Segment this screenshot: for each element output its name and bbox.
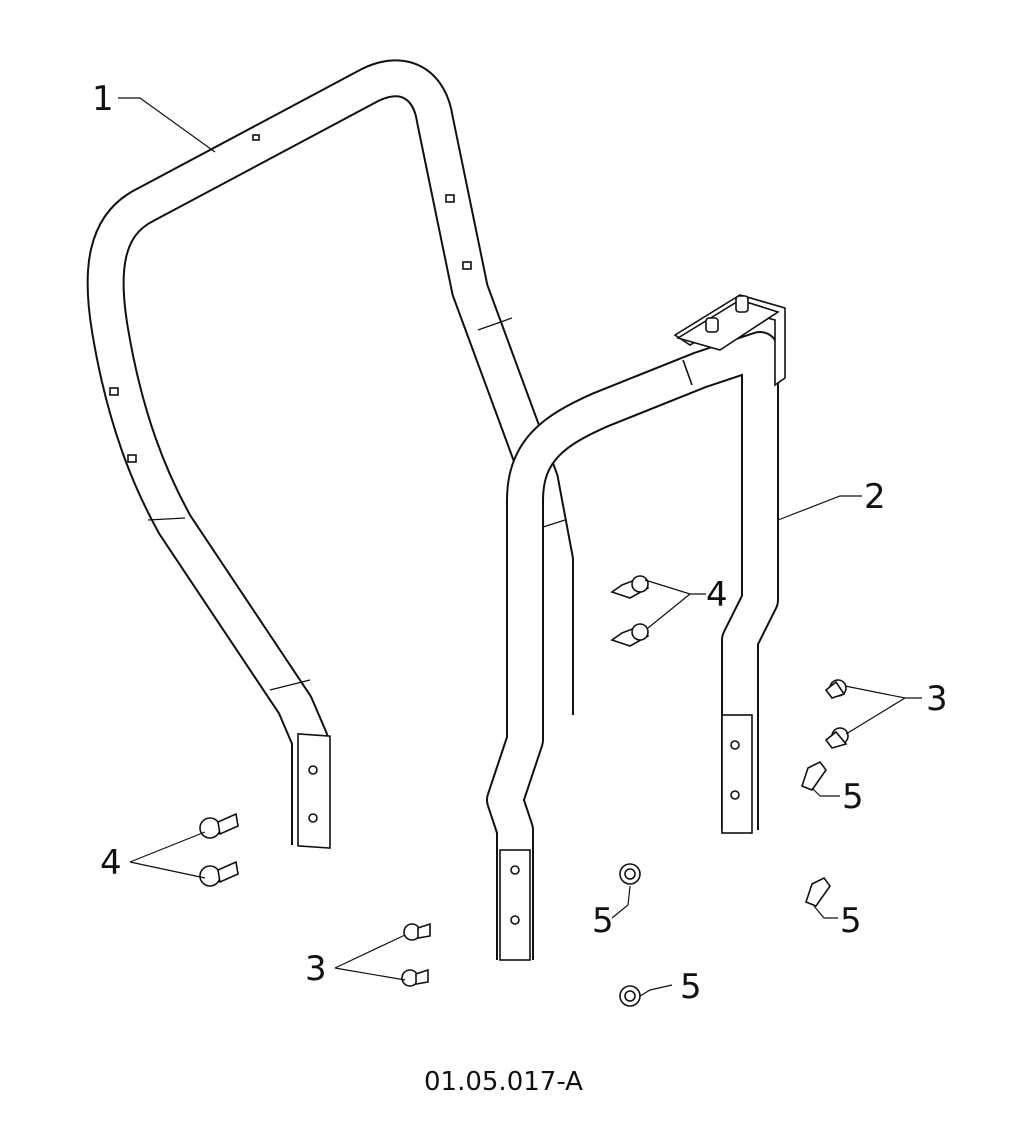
drawing-code: 01.05.017-A xyxy=(424,1067,583,1097)
nut-pair-lower xyxy=(401,922,431,987)
bolt-pair-upper xyxy=(610,575,650,647)
callout-5-right-lower: 5 xyxy=(840,901,862,941)
rear-frame-part-2 xyxy=(486,294,786,961)
callout-4-lower: 4 xyxy=(100,843,122,883)
callout-5-bottom: 5 xyxy=(680,967,702,1007)
callout-5-right-upper: 5 xyxy=(842,777,864,817)
callout-4-upper: 4 xyxy=(706,575,728,615)
leader-lines xyxy=(118,97,922,997)
nut-pair-right xyxy=(824,679,849,749)
callout-3-right: 3 xyxy=(926,679,948,719)
callout-5-center: 5 xyxy=(592,901,614,941)
callout-2: 2 xyxy=(864,477,886,517)
callout-3-lower: 3 xyxy=(305,949,327,989)
screw-set xyxy=(619,760,831,1007)
callout-1: 1 xyxy=(92,79,114,119)
bolt-pair-lower-left xyxy=(199,812,239,887)
roll-bar-frame-part-1 xyxy=(86,59,574,849)
